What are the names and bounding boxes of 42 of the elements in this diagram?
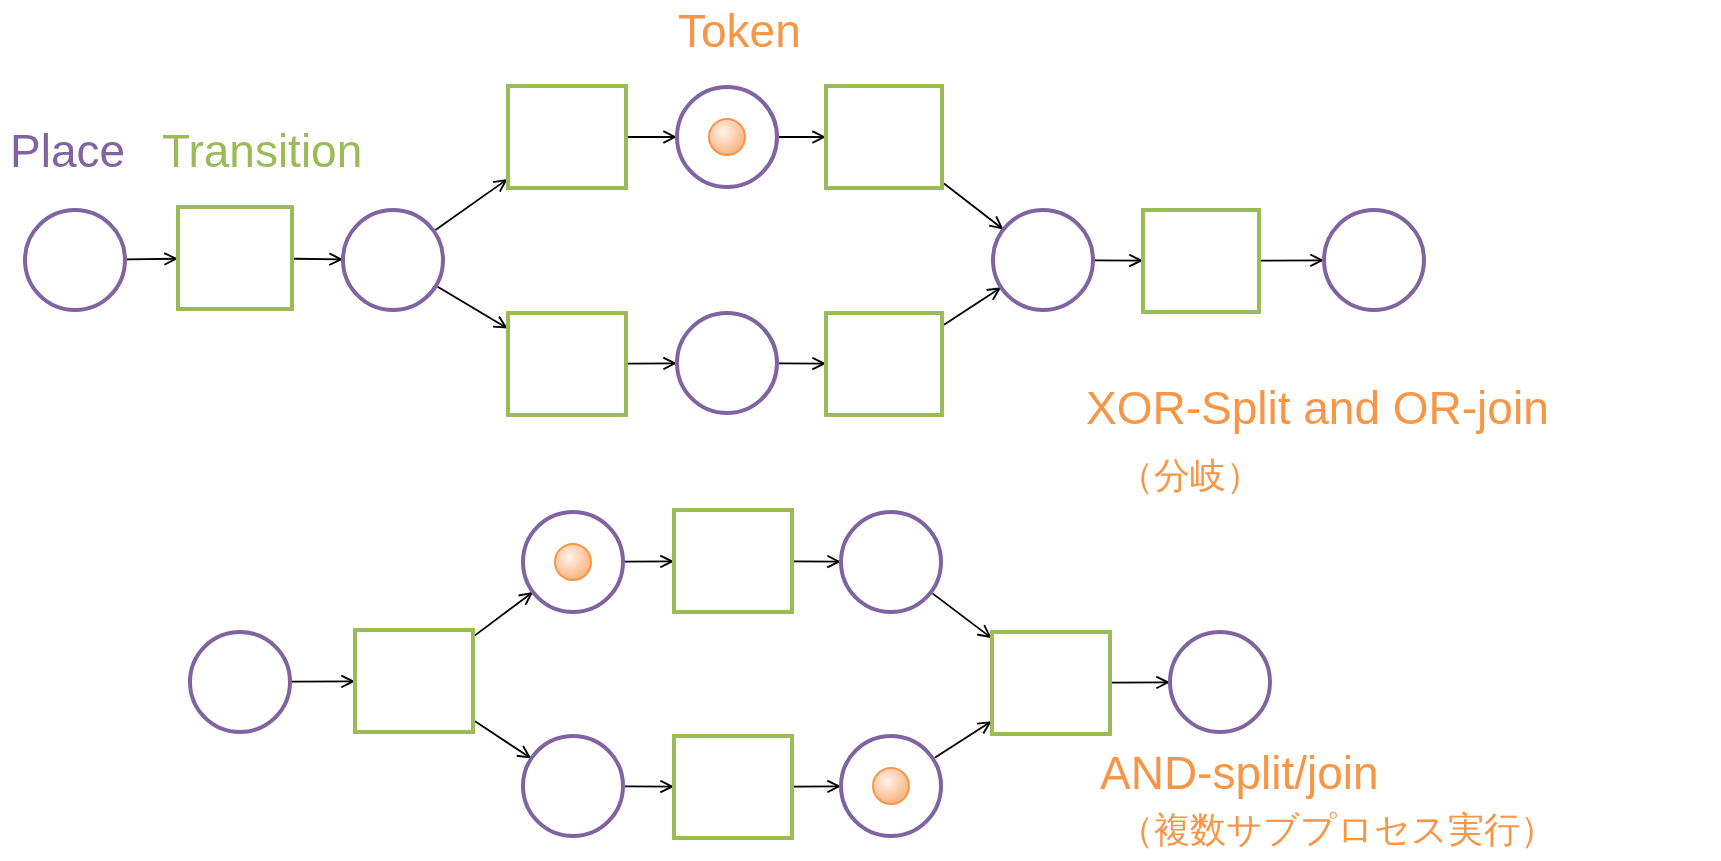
arrow [778, 130, 825, 144]
arrow [436, 285, 507, 329]
annotation-label: Token [678, 6, 801, 57]
annotation-label: （複数サブプロセス実行） [1118, 810, 1556, 850]
transition-box [1141, 208, 1261, 314]
annotation-label: AND-split/join [1100, 748, 1379, 799]
annotation-label: Transition [162, 126, 363, 177]
arrow [943, 182, 1003, 230]
transition-box [672, 734, 794, 840]
arrow [126, 252, 177, 266]
arrow [778, 356, 825, 371]
transition-box [506, 311, 628, 417]
arrow [931, 592, 991, 638]
transition-box [824, 311, 944, 417]
arrow [1094, 253, 1142, 268]
transition-box [672, 508, 794, 614]
token-dot [872, 767, 910, 805]
arrow [793, 554, 840, 569]
arrow [474, 720, 531, 759]
annotation-label: XOR-Split and OR-join [1086, 383, 1549, 434]
transition-box [990, 630, 1112, 736]
annotation-label: Place [10, 126, 126, 177]
transition-box [353, 628, 475, 734]
arrow [474, 592, 533, 637]
arrow [1260, 253, 1323, 268]
arrow [627, 356, 676, 371]
arrow [624, 779, 673, 794]
arrow [624, 554, 673, 569]
arrow [291, 674, 354, 689]
transition-box [824, 84, 944, 190]
arrow [933, 721, 991, 759]
arrow [943, 287, 1001, 326]
token-dot [708, 118, 746, 156]
arrow [627, 130, 676, 144]
arrow [793, 779, 840, 794]
token-dot [554, 543, 592, 581]
transition-box [176, 205, 294, 311]
arrow [293, 252, 342, 266]
annotation-label: （分岐） [1118, 456, 1262, 496]
arrow [434, 179, 507, 231]
arrow [1111, 675, 1169, 690]
transition-box [506, 84, 628, 190]
